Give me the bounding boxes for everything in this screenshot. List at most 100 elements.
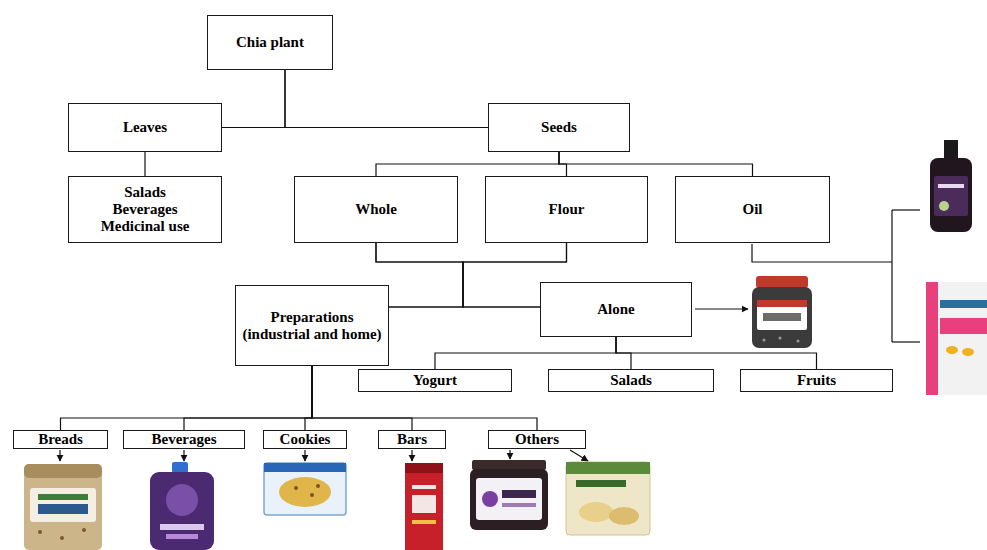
cookie-chip (310, 493, 314, 497)
leader-arrow (304, 450, 305, 461)
oil-bracket (892, 341, 920, 342)
bread-picture (24, 464, 102, 550)
connector (559, 152, 753, 176)
bread-label (30, 488, 96, 522)
bar-picture (405, 463, 443, 550)
leader-arrow (59, 450, 60, 461)
box-side (926, 282, 938, 395)
box-label: Cookies (280, 431, 331, 448)
connector (376, 152, 559, 176)
bottle-label-band (938, 184, 964, 188)
cookie-chip (316, 484, 320, 488)
box-label: Flour (549, 201, 585, 218)
connector (376, 243, 463, 307)
crisps-bag (566, 462, 650, 535)
pouch-body (150, 472, 214, 550)
process-box: Whole (294, 176, 458, 243)
process-box: Others (488, 430, 586, 449)
seed-jar-lid (756, 276, 808, 288)
cookie (279, 477, 331, 507)
connector (616, 337, 817, 369)
seed (797, 340, 800, 343)
bread-grain (60, 536, 64, 540)
bread-label-band (38, 504, 88, 514)
process-box: SaladsBeveragesMedicinal use (68, 176, 222, 243)
process-box: Oil (675, 176, 830, 243)
crisps-band (576, 480, 626, 487)
leader-arrow (570, 450, 588, 461)
connector (312, 366, 537, 430)
spread-jar-picture (470, 460, 548, 530)
bread-grain (38, 530, 42, 534)
process-box: Salads (548, 369, 714, 392)
process-box: Seeds (488, 103, 630, 152)
box-label: Others (515, 431, 559, 448)
bottle-label-leaf (939, 201, 949, 211)
box-label: Salads (124, 184, 166, 201)
chia-seed-jar-picture (752, 276, 812, 348)
connector (61, 366, 313, 430)
process-box: Fruits (740, 369, 893, 392)
bar-stripe (412, 495, 436, 513)
process-box: Preparations (industrial and home) (235, 285, 389, 366)
jar-label (476, 478, 542, 520)
pouch-picture (150, 462, 214, 550)
connector (305, 366, 312, 430)
jar-body (470, 469, 548, 530)
leader-arrows (60, 210, 920, 461)
jar-label-band (502, 503, 536, 507)
cookie-chip (294, 486, 298, 490)
bottle-label (934, 176, 968, 216)
process-box: Breads (13, 430, 108, 449)
leader-arrow (411, 450, 412, 461)
box-band (940, 300, 987, 308)
box-label: Fruits (797, 372, 836, 389)
process-box: Alone (540, 282, 692, 337)
connector (285, 70, 488, 128)
process-box: Flour (485, 176, 648, 243)
bottle-body (930, 158, 972, 232)
jar-label-flower (482, 491, 498, 507)
box-label: Medicinal use (101, 218, 190, 235)
box-label: Oil (742, 201, 762, 218)
box-label: Beverages (152, 431, 217, 448)
seed-jar-label-band (757, 300, 807, 307)
process-box: Leaves (68, 103, 222, 152)
pouch-band (166, 534, 198, 539)
oil-bracket (892, 209, 920, 210)
oil-wire (752, 244, 892, 262)
bar-stripe (412, 520, 436, 524)
bottle-neck (944, 140, 958, 160)
cookie-pack (264, 463, 346, 515)
box-label: Beverages (113, 201, 178, 218)
capsule (962, 348, 974, 356)
crisp (609, 507, 639, 525)
bar-wrapper-top (405, 463, 443, 473)
seed (779, 337, 782, 340)
box-front (926, 282, 987, 395)
crisps-picture (566, 462, 650, 535)
process-box: Chia plant (207, 15, 333, 70)
box-label: Whole (355, 201, 397, 218)
bread-bag-top (24, 464, 102, 478)
process-box: Cookies (263, 430, 347, 449)
box-label: Salads (610, 372, 652, 389)
connector (435, 337, 616, 369)
box-label: Bars (397, 431, 427, 448)
supplement-box-picture (926, 282, 987, 395)
process-box: Beverages (123, 430, 245, 449)
connector (184, 366, 312, 430)
crisps-band (566, 462, 650, 474)
box-label: Seeds (541, 119, 577, 136)
seed-jar-label (757, 300, 807, 330)
connector (144, 152, 145, 176)
cookie-picture (264, 463, 346, 515)
process-box: Bars (378, 430, 446, 449)
oil-bottle-picture (930, 140, 972, 232)
bread-bag (24, 464, 102, 550)
pouch-label (166, 484, 198, 516)
box-label: Yogurt (413, 372, 457, 389)
